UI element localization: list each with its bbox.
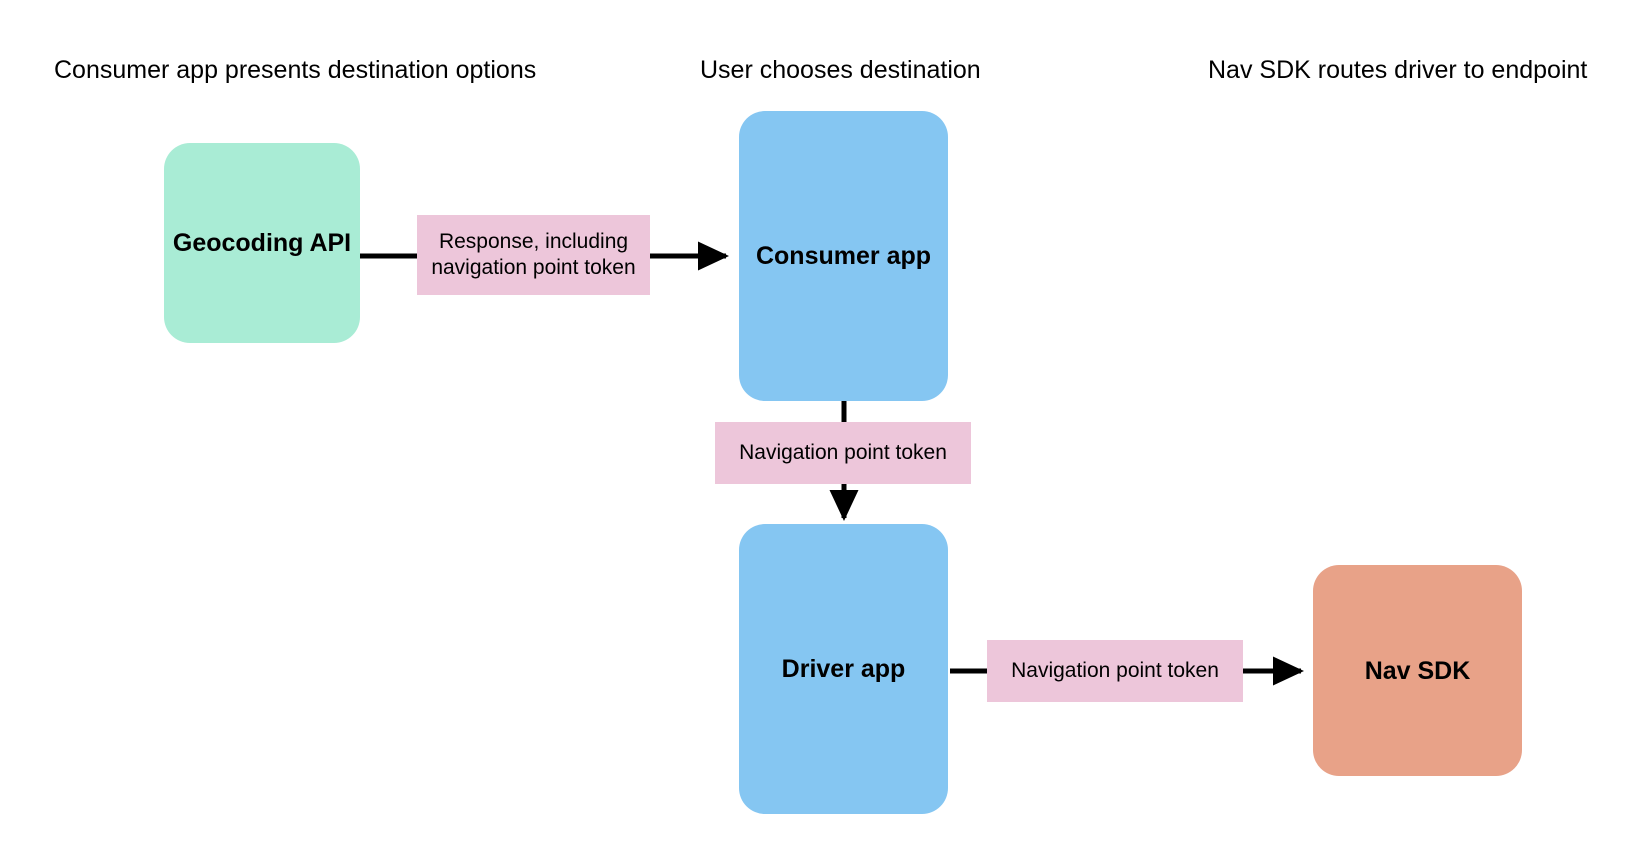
node-label-nav-sdk: Nav SDK — [1364, 656, 1471, 685]
edge-label-text-response: Response, including navigation point tok… — [431, 230, 636, 279]
column-heading-user: User chooses destination — [700, 56, 981, 84]
node-label-driver-app: Driver app — [781, 655, 906, 683]
edge-label-geocoding-to-consumer: Response, including navigation point tok… — [417, 215, 650, 295]
edge-label-text-nav-token-1: Navigation point token — [739, 441, 947, 464]
node-label-consumer-app: Consumer app — [755, 242, 932, 270]
column-heading-consumer: Consumer app presents destination option… — [54, 56, 537, 84]
edge-label-consumer-to-driver: Navigation point token — [715, 422, 971, 484]
edge-label-driver-to-nav-sdk: Navigation point token — [987, 640, 1243, 702]
node-nav-sdk[interactable]: Nav SDK — [1313, 565, 1522, 776]
edge-label-text-nav-token-2: Navigation point token — [1011, 659, 1219, 682]
node-consumer-app[interactable]: Consumer app — [739, 111, 948, 401]
column-heading-nav-sdk: Nav SDK routes driver to endpoint — [1208, 56, 1588, 84]
node-geocoding-api[interactable]: Geocoding API — [164, 143, 360, 343]
node-label-geocoding-api: Geocoding API — [172, 229, 352, 257]
node-driver-app[interactable]: Driver app — [739, 524, 948, 814]
